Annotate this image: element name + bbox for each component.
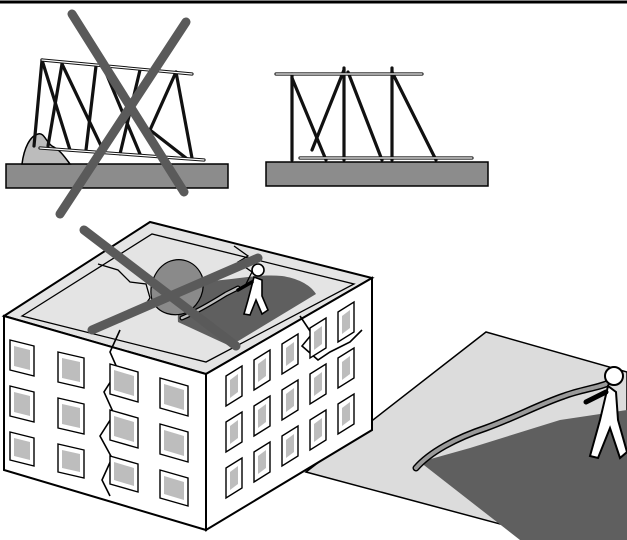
window	[58, 444, 84, 478]
collapsed-truss	[34, 60, 204, 160]
ground-slab-left	[6, 164, 228, 188]
collapsed-truss-panel	[6, 14, 228, 214]
window	[10, 386, 34, 422]
window	[10, 340, 34, 376]
ground-slab-right	[266, 162, 488, 186]
window	[58, 398, 84, 434]
standing-truss-panel	[266, 68, 488, 186]
window	[58, 352, 84, 388]
window	[10, 432, 34, 466]
standing-truss	[276, 68, 472, 160]
building-panel	[4, 222, 372, 530]
